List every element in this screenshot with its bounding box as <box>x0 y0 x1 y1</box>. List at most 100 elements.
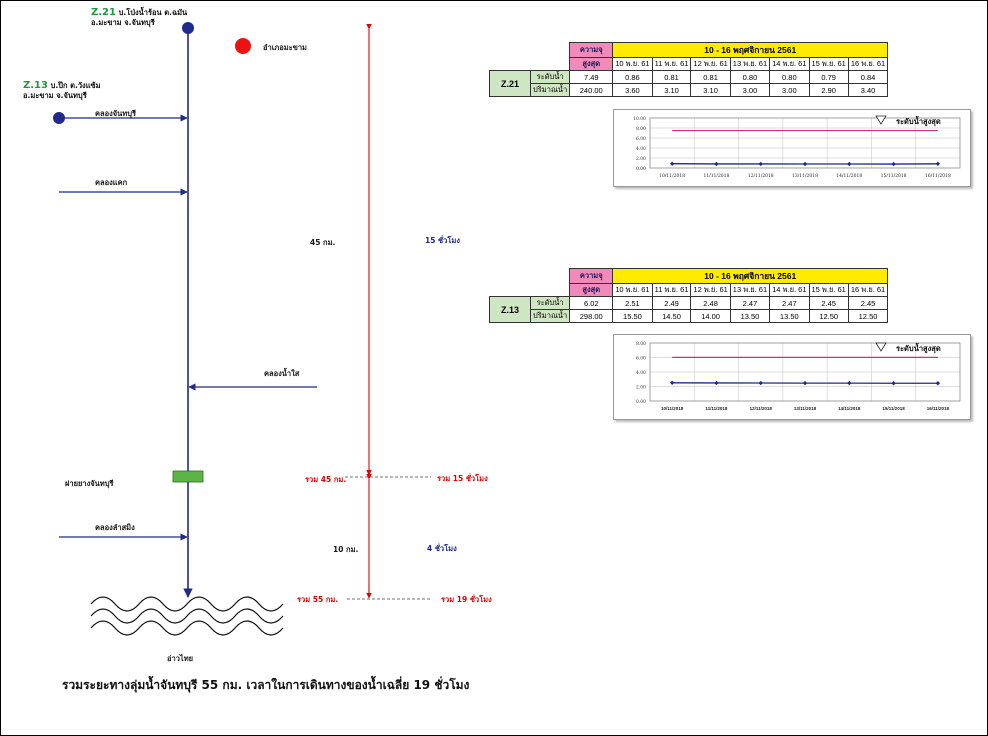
level-cell: 2.45 <box>808 296 849 310</box>
tributary-chanthaburi-label: คลองจันทบุรี <box>95 109 137 118</box>
flow-cell: 12.50 <box>847 309 889 323</box>
y-tick-label: 8.00 <box>636 126 646 132</box>
y-tick-label: 6.00 <box>636 136 646 142</box>
station-z21-marker <box>182 22 194 34</box>
flow-cell: 3.00 <box>729 83 771 97</box>
date-col: 16 พ.ย. 61 <box>847 57 889 71</box>
flow-max: 298.00 <box>569 309 614 323</box>
data-point <box>802 380 808 386</box>
date-col: 12 พ.ย. 61 <box>690 283 731 297</box>
plot-area <box>649 342 961 402</box>
legend-label: ระดับน้ำสูงสุด <box>896 115 941 127</box>
level-cell: 0.81 <box>651 70 692 84</box>
cumulative-distance-1: รวม 45 กม. <box>305 475 347 484</box>
data-point <box>935 161 941 166</box>
flow-cell: 3.10 <box>651 83 692 97</box>
flow-max: 240.00 <box>569 83 614 97</box>
data-point <box>669 380 675 386</box>
station-z21-label: Z.21 บ.โป่งน้ำร้อน ต.ฉมัน อ.มะขาม จ.จันท… <box>91 8 187 28</box>
cumulative-time-1: รวม 15 ชั่วโมง <box>437 474 488 483</box>
data-point <box>847 380 852 386</box>
data-point <box>669 161 675 166</box>
y-tick-label: 0.00 <box>636 166 646 172</box>
x-tick-label: 16/11/2018 <box>925 173 951 179</box>
level-cell: 0.80 <box>769 70 810 84</box>
gulf-label: อ่าวไทย <box>167 654 194 663</box>
x-tick-label: 15/11/2018 <box>882 406 905 411</box>
level-cell: 2.47 <box>769 296 810 310</box>
flow-cell: 14.50 <box>651 309 692 323</box>
date-col: 15 พ.ย. 61 <box>808 283 849 297</box>
level-max: 7.49 <box>569 70 614 84</box>
flow-cell: 13.50 <box>729 309 771 323</box>
tributary-khaek-label: คลองแคก <box>95 178 128 187</box>
y-tick-label: 4.00 <box>636 146 646 152</box>
x-tick-label: 15/11/2018 <box>881 173 907 179</box>
segment2-distance: 10 กม. <box>333 545 359 554</box>
data-point <box>714 380 719 386</box>
period-header: 10 - 16 พฤศจิกายน 2561 <box>612 268 889 284</box>
plot-area <box>649 117 961 169</box>
segment2-time: 4 ชั่วโมง <box>427 544 457 553</box>
tributary-nam-sai-label: คลองน้ำใส <box>264 369 300 378</box>
level-cell: 0.81 <box>690 70 731 84</box>
date-col: 15 พ.ย. 61 <box>808 57 849 71</box>
x-tick-label: 14/11/2018 <box>836 173 862 179</box>
y-tick-label: 4.00 <box>636 370 646 376</box>
station-z13-line2: อ.มะขาม จ.จันทบุรี <box>23 91 87 100</box>
y-tick-label: 10.00 <box>633 116 646 122</box>
level-cell: 2.49 <box>651 296 692 310</box>
data-point <box>935 381 941 386</box>
data-point <box>891 161 896 167</box>
flow-cell: 3.10 <box>690 83 731 97</box>
station-z21-line1: บ.โป่งน้ำร้อน ต.ฉมัน <box>118 8 188 17</box>
x-tick-label: 11/11/2018 <box>703 173 729 179</box>
station-z21-code: Z.21 <box>91 7 116 18</box>
station-z13-line1: บ.ปึก ต.วังแซ้ม <box>50 81 101 90</box>
x-tick-label: 12/11/2018 <box>748 173 774 179</box>
cumulative-distance-2: รวม 55 กม. <box>297 595 339 604</box>
max-header-2: สูงสุด <box>569 57 614 71</box>
station-code-cell: Z.13 <box>489 296 531 323</box>
level-cell: 0.80 <box>729 70 771 84</box>
station-z13-label: Z.13 บ.ปึก ต.วังแซ้ม อ.มะขาม จ.จันทบุรี <box>23 81 101 101</box>
x-tick-label: 10/11/2018 <box>659 173 685 179</box>
level-cell: 2.45 <box>847 296 889 310</box>
level-max: 6.02 <box>569 296 614 310</box>
level-cell: 0.79 <box>808 70 849 84</box>
level-cell: 2.47 <box>729 296 771 310</box>
data-point <box>847 161 852 167</box>
level-cell: 0.84 <box>847 70 889 84</box>
date-col: 13 พ.ย. 61 <box>729 283 771 297</box>
max-header-1: ความจุ <box>569 268 614 284</box>
max-header-2: สูงสุด <box>569 283 614 297</box>
makham-district-marker <box>235 38 251 54</box>
x-tick-label: 14/11/2018 <box>838 406 861 411</box>
level-cell: 2.48 <box>690 296 731 310</box>
table-z21: ความจุ 10 - 16 พฤศจิกายน 2561 สูงสุด 10 … <box>489 42 889 97</box>
station-code-cell: Z.21 <box>489 70 531 97</box>
date-col: 12 พ.ย. 61 <box>690 57 731 71</box>
flow-cell: 3.60 <box>612 83 653 97</box>
summary-text: รวมระยะทางลุ่มน้ำจันทบุรี 55 กม. เวลาในก… <box>62 678 470 692</box>
y-tick-label: 0.00 <box>636 399 646 405</box>
legend-triangle-icon <box>875 342 887 352</box>
chart-z21: 10.00 8.00 6.00 4.00 2.00 0.00 10/11/2018 11/11… <box>613 109 971 187</box>
legend-label: ระดับน้ำสูงสุด <box>896 342 941 354</box>
makham-district-label: อำเภอมะขาม <box>263 43 307 52</box>
cumulative-time-2: รวม 19 ชั่วโมง <box>441 595 492 604</box>
x-tick-label: 12/11/2018 <box>750 406 773 411</box>
rubber-weir-marker <box>172 470 204 483</box>
station-z21-line2: อ.มะขาม จ.จันทบุรี <box>91 18 155 27</box>
y-tick-label: 8.00 <box>636 341 646 347</box>
y-tick-label: 2.00 <box>636 156 646 162</box>
row-label-level: ระดับน้ำ <box>529 70 571 84</box>
flow-cell: 3.40 <box>847 83 889 97</box>
x-tick-label: 10/11/2018 <box>661 406 684 411</box>
row-label-level: ระดับน้ำ <box>529 296 571 310</box>
row-label-flow: ปริมาณน้ำ <box>529 309 571 323</box>
level-cell: 0.86 <box>612 70 653 84</box>
